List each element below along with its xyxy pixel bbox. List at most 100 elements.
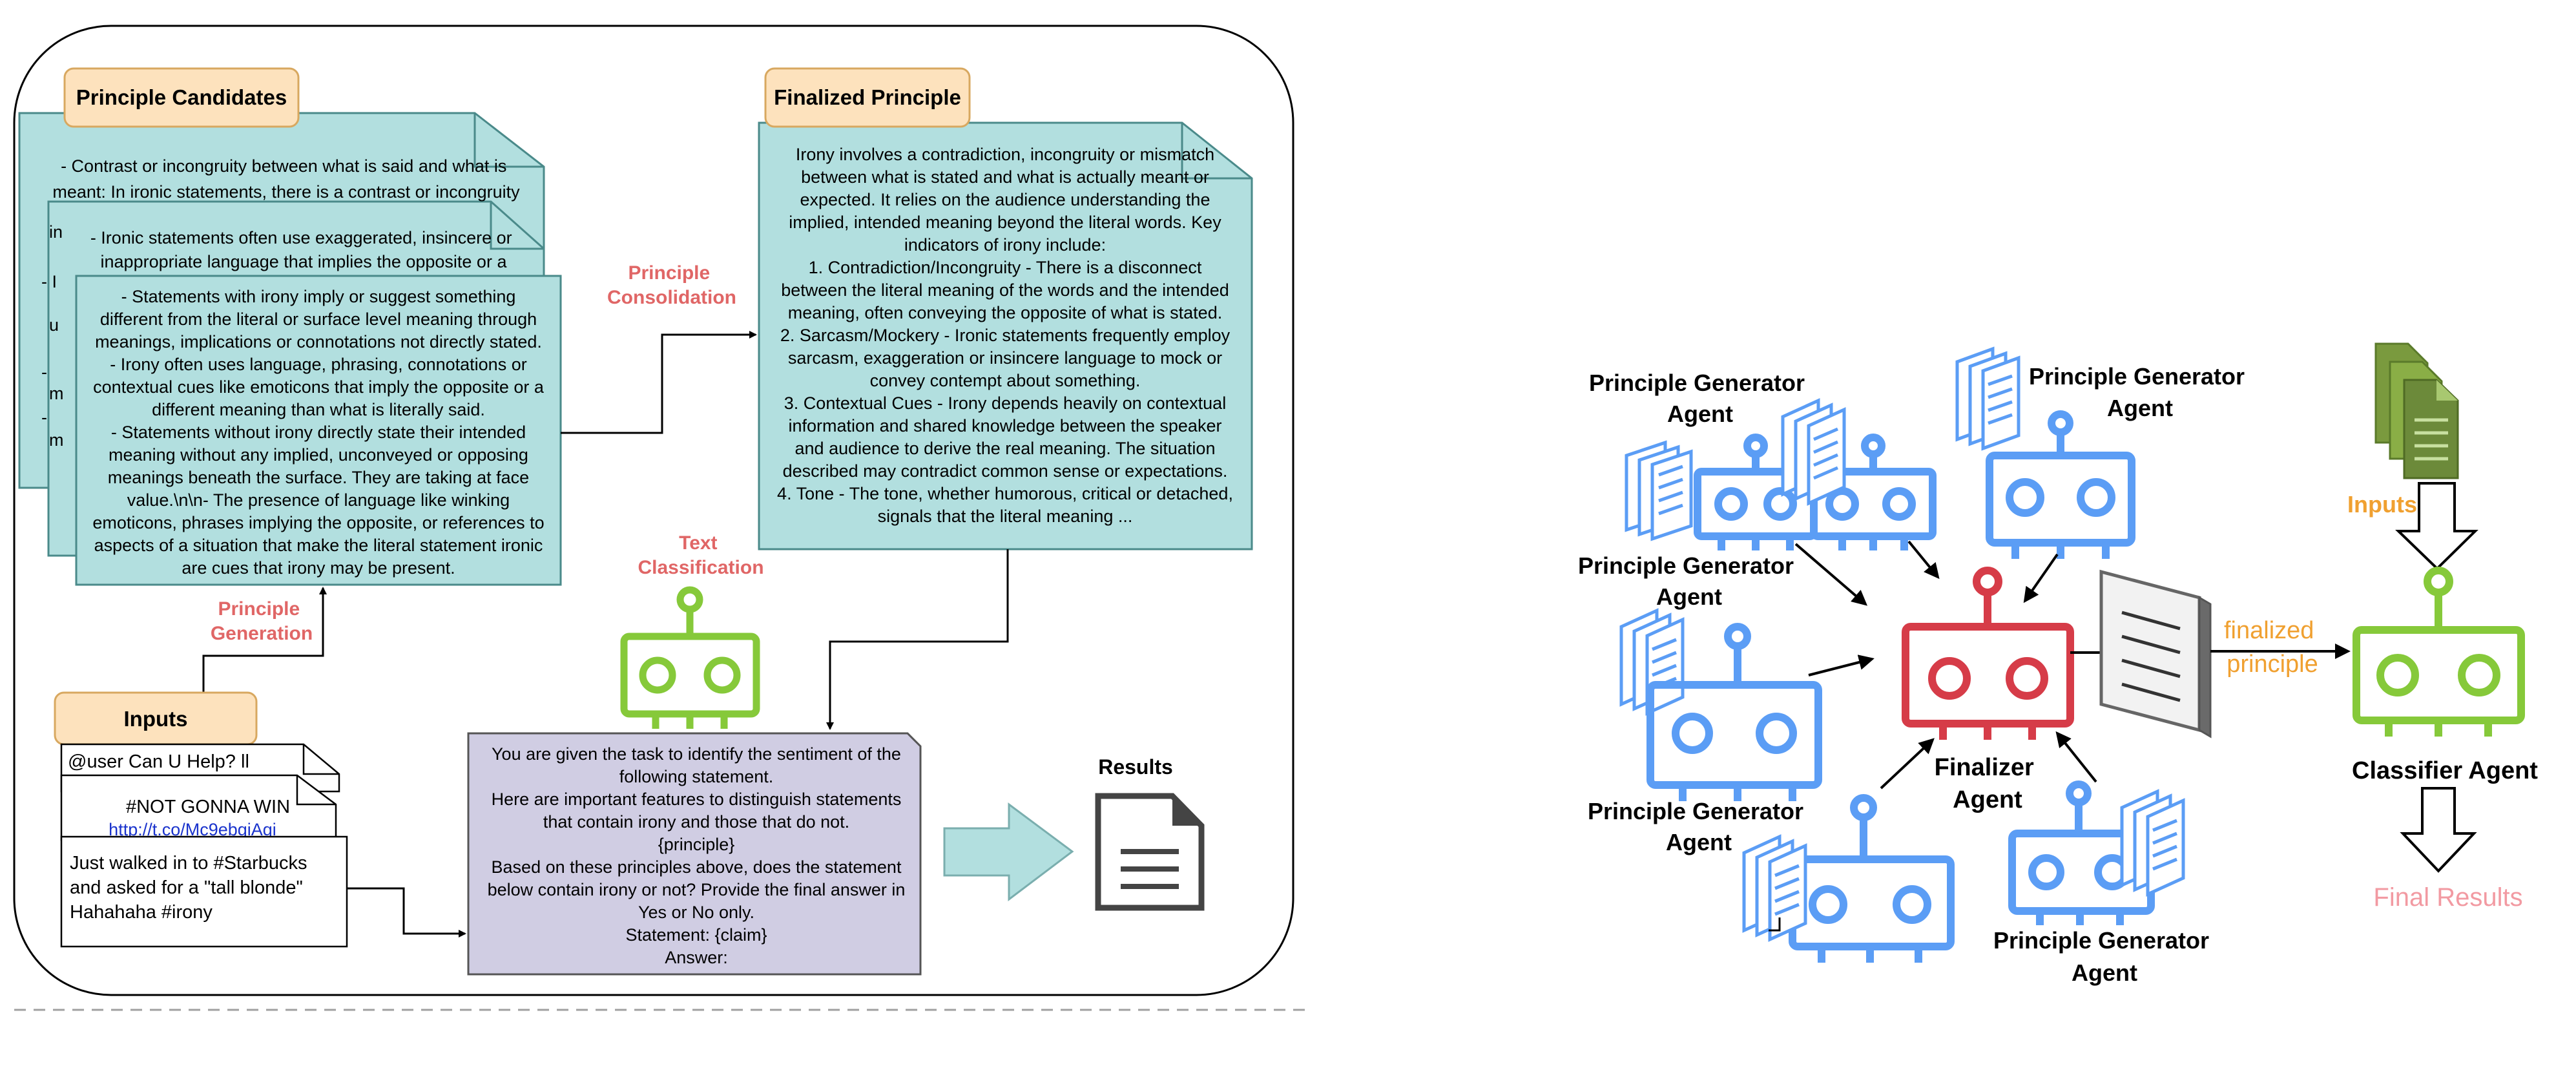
finalized-principle-label: Finalized Principle: [764, 67, 971, 128]
text-line: emoticons, phrases implying the opposite…: [92, 513, 544, 532]
generator-5-robot-icon: [1789, 794, 1955, 963]
svg-text:#NOT GONNA WIN: #NOT GONNA WIN: [126, 797, 290, 817]
svg-text:- I: - I: [41, 272, 57, 291]
svg-text:Inputs: Inputs: [124, 707, 188, 731]
finalized-principle-doc: [758, 121, 1253, 550]
text-line: - Statements with irony imply or suggest…: [121, 287, 516, 306]
generator-3-label: Principle Generator Agent: [2029, 363, 2251, 421]
svg-text:m: m: [49, 430, 64, 450]
finalized-principle-scroll-icon: [2099, 569, 2212, 738]
generator-agent-1: [1625, 434, 1818, 550]
svg-text:u: u: [49, 315, 59, 335]
consolidation-arrow: [561, 331, 757, 434]
svg-text:Just walked in to #Starbucks: Just walked in to #Starbucks and asked f…: [70, 853, 313, 923]
text-line: signals that the literal meaning ...: [878, 507, 1133, 526]
text-line: Statement: {claim}: [625, 925, 767, 945]
generator-4-docs-icon: [1619, 608, 1685, 716]
text-line: {principle}: [658, 835, 735, 854]
text-line: described may contradict common sense or…: [783, 461, 1228, 481]
generator-4-label: Principle Generator Agent: [1578, 552, 1800, 610]
right-panel: Principle Generator Agent Principle Gene…: [1578, 342, 2538, 986]
prompt-template-box: [467, 732, 922, 976]
generation-arrow: [202, 587, 327, 695]
generator-1-docs-icon: [1625, 440, 1693, 541]
generator-agent-4: [1619, 608, 1822, 801]
candidate-doc-3: [75, 275, 562, 586]
text-classification-label: Text Classification: [638, 532, 763, 578]
text-line: convey contempt about something.: [870, 371, 1141, 390]
text-line: You are given the task to identify the s…: [492, 744, 901, 764]
text-line: Based on these principles above, does th…: [492, 857, 902, 877]
final-results-label: Final Results: [2373, 883, 2522, 912]
input-tweet-2: #NOT GONNA WIN http://t.co/Mc9ebgiAgi: [60, 774, 337, 841]
generator-5-label: Principle Generator Agent: [1588, 798, 1810, 855]
classifier-robot-icon: [2353, 567, 2525, 737]
generator-6-robot-icon: [2008, 780, 2155, 925]
text-line: information and shared knowledge between…: [789, 416, 1222, 435]
generator-5-return-arrow: [1769, 917, 1781, 932]
svg-text:Principle Candidates: Principle Candidates: [76, 85, 287, 109]
generator-agent-6: [2008, 780, 2185, 925]
classifier-robot-icon-left: [620, 586, 760, 729]
inputs-right-label: Inputs: [2347, 491, 2417, 518]
prompt-template-text: You are given the task to identify the s…: [488, 744, 906, 967]
finalizer-robot-icon: [1902, 567, 2074, 740]
input-to-prompt-arrow: [347, 887, 466, 937]
svg-text:Finalized Principle: Finalized Principle: [774, 85, 961, 109]
generator-5-docs-icon: [1742, 834, 1807, 942]
finalized-principle-text: Irony involves a contradiction, incongru…: [777, 145, 1233, 526]
text-line: meanings, implications or connotations n…: [95, 332, 542, 351]
principle-to-prompt-arrow: [826, 549, 1009, 730]
generator-agent-5: [1742, 794, 1955, 963]
text-line: meaning, often conveying the opposite of…: [788, 303, 1222, 322]
candidate-doc2-text: - Ironic statements often use exaggerate…: [90, 228, 517, 271]
text-line: that contain irony and those that do not…: [543, 812, 849, 832]
generator-agent-3: [1955, 346, 2135, 559]
generator-1-robot-icon: [1694, 434, 1818, 550]
text-line: different meaning than what is literally…: [152, 400, 485, 419]
text-line: and audience to derive the real meaning.…: [795, 439, 1216, 458]
svg-text:-: -: [41, 408, 47, 427]
text-line: below contain irony or not? Provide the …: [488, 880, 906, 899]
text-line: - Statements without irony directly stat…: [111, 423, 526, 442]
generator-3-robot-icon: [1986, 410, 2135, 559]
text-line: 3. Contextual Cues - Irony depends heavi…: [784, 393, 1226, 413]
text-line: 1. Contradiction/Incongruity - There is …: [809, 258, 1202, 277]
left-panel: in - I u - m - m - Contrast or incongrui…: [13, 25, 1311, 1011]
inputs-to-classifier-arrow: [2395, 482, 2478, 571]
principle-generation-label: Principle Generation: [211, 598, 313, 644]
results-document-icon: [1095, 793, 1205, 911]
text-line: between the literal meaning of the words…: [781, 280, 1229, 300]
principle-candidates-label: Principle Candidates: [63, 67, 300, 128]
text-line: Yes or No only.: [638, 903, 754, 922]
arrows-to-finalizer: [1794, 540, 2097, 790]
results-arrow: [943, 802, 1074, 902]
text-line: sarcasm, exaggeration or insincere langu…: [788, 348, 1222, 368]
text-line: value.\n\n- The presence of language lik…: [127, 490, 510, 510]
text-line: 2. Sarcasm/Mockery - Ironic statements f…: [780, 326, 1231, 345]
candidate-doc-side-marks: in - I u - m - m: [41, 222, 64, 450]
text-line: meaning without any implied, unconveyed …: [109, 445, 528, 465]
inputs-documents-icon: [2374, 342, 2459, 479]
finalizer-label: Finalizer Agent: [1935, 754, 2041, 813]
generator-3-docs-icon: [1955, 346, 2020, 451]
principle-consolidation-label: Principle Consolidation: [607, 262, 736, 308]
generator-4-robot-icon: [1646, 623, 1822, 801]
results-label: Results: [1098, 755, 1173, 779]
generator-2-docs-icon: [1781, 398, 1846, 506]
classifier-to-results-arrow: [2400, 787, 2477, 873]
text-line: 4. Tone - The tone, whether humorous, cr…: [777, 484, 1233, 503]
text-line: indicators of irony include:: [904, 235, 1106, 255]
inputs-label: Inputs: [54, 691, 258, 746]
svg-text:m: m: [49, 384, 64, 403]
text-line: Here are important features to distingui…: [492, 790, 902, 809]
candidate-doc1-text: - Contrast or incongruity between what i…: [52, 156, 520, 202]
text-line: expected. It relies on the audience unde…: [800, 190, 1210, 209]
text-line: contextual cues like emoticons that impl…: [93, 377, 545, 397]
text-line: Answer:: [665, 948, 728, 967]
text-line: Irony involves a contradiction, incongru…: [796, 145, 1214, 164]
generator-agent-2: [1781, 398, 1937, 550]
text-line: following statement.: [619, 767, 774, 786]
text-line: are cues that irony may be present.: [182, 558, 455, 578]
classifier-agent-label: Classifier Agent: [2352, 757, 2538, 784]
